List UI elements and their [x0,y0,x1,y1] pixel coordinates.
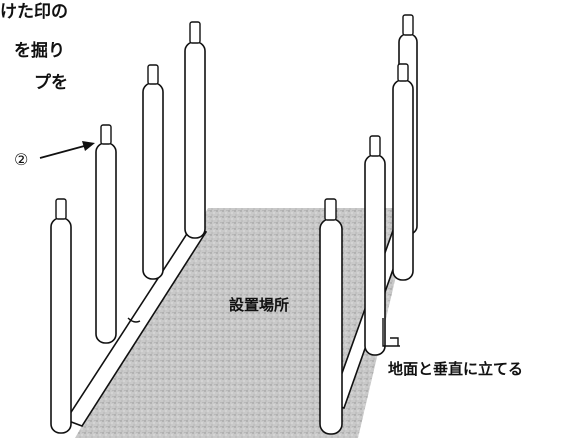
right-post-mid-near [364,135,386,356]
left-post-mid-far [142,64,164,280]
vertical-instruction-label: 地面と垂直に立てる [388,360,524,378]
right-post-near [319,198,343,435]
left-post-near [50,198,72,434]
instruction-line-2: を掘り [14,41,65,61]
instruction-line-3: プを [34,73,68,93]
installation-site-label: 設置場所 [229,296,290,314]
callout-number-label: ② [14,150,29,169]
right-post-mid-far [392,63,414,281]
callout-arrow [39,141,95,159]
instruction-line-1: けた印の [0,2,68,22]
left-post-mid-near [95,124,117,344]
left-post-far [184,21,206,239]
right-angle-indicator [382,318,400,347]
left-base-pipe-joint [127,317,141,323]
